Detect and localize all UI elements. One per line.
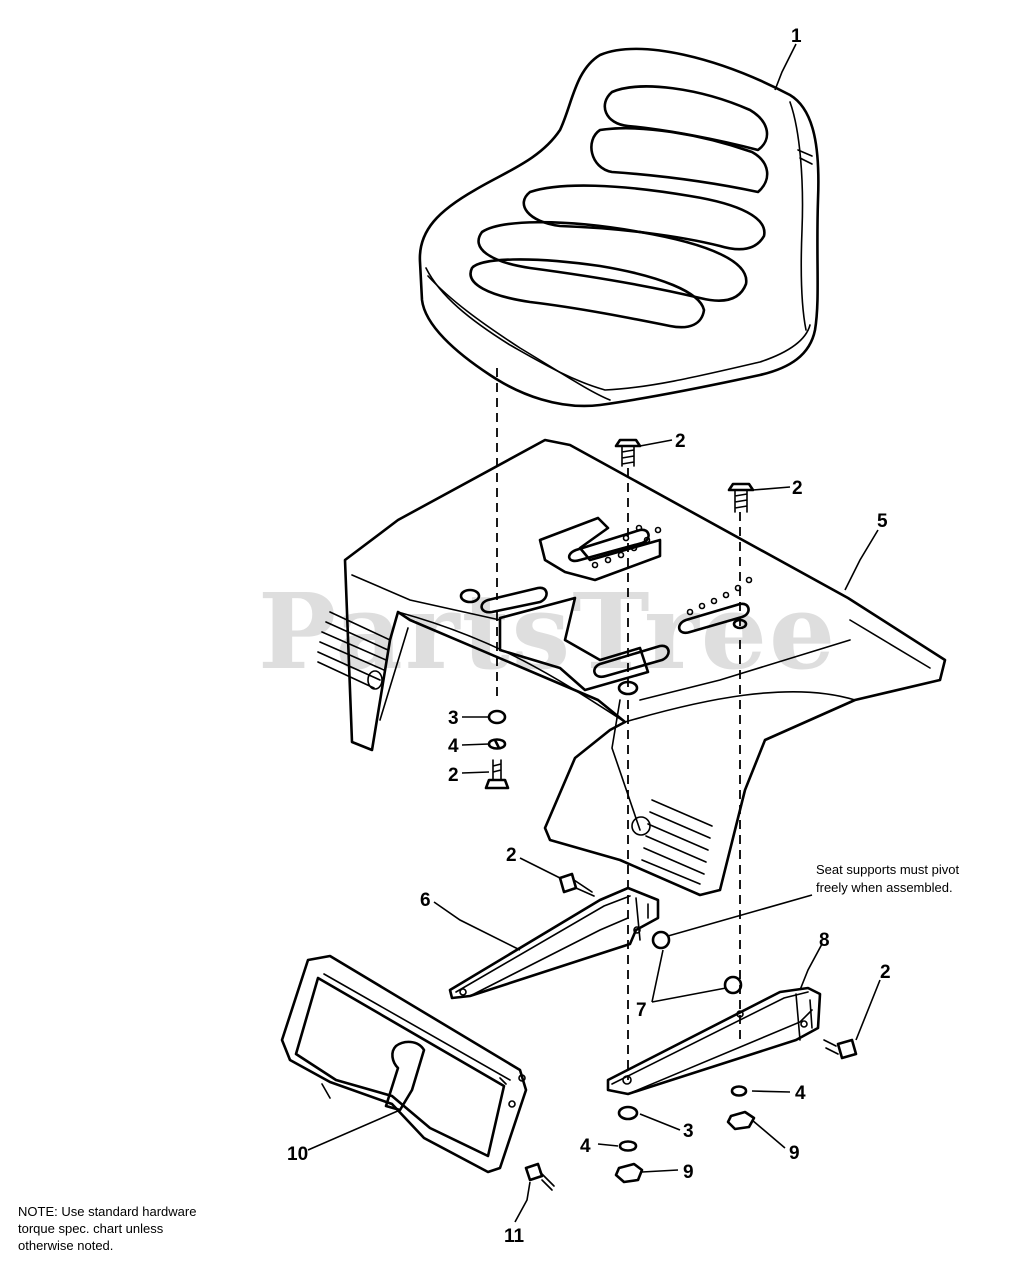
callout-bolt-top-center: 2 <box>675 431 686 452</box>
callout-nut-right: 9 <box>789 1143 800 1164</box>
flat-washer-drawing <box>617 1105 639 1121</box>
seat-support-bracket-drawing <box>606 986 822 1096</box>
lock-washer-drawing <box>618 1140 638 1152</box>
callout-nut-pivot: 7 <box>636 1000 647 1021</box>
lock-washer-drawing <box>730 1085 748 1097</box>
hex-bolt-drawing <box>524 1162 555 1191</box>
callout-lockwasher-right: 4 <box>795 1083 806 1104</box>
hex-bolt-drawing <box>484 759 510 790</box>
hex-nut-drawing <box>723 975 743 995</box>
callout-numbers: 1 2 2 5 3 4 2 2 6 8 2 7 4 9 3 4 9 10 11 <box>287 26 891 1247</box>
callout-lockwasher-center: 4 <box>580 1136 591 1157</box>
seat-cushion-drawing <box>418 47 820 408</box>
callout-washer-center: 3 <box>683 1121 694 1142</box>
pivot-note: Seat supports must pivot freely when ass… <box>816 862 959 895</box>
seat-pan-drawing <box>317 438 947 897</box>
hex-nut-drawing <box>651 930 671 950</box>
callout-support-left: 6 <box>420 890 431 911</box>
assembly-center-lines <box>496 368 741 1080</box>
callout-battery-cover: 10 <box>287 1144 308 1165</box>
flat-washer-drawing <box>487 709 507 725</box>
hex-bolt-drawing <box>558 872 595 897</box>
lock-washer-drawing <box>487 738 507 750</box>
pivot-note-line-2: freely when assembled. <box>816 880 953 895</box>
hex-nut-drawing <box>614 1162 644 1184</box>
callout-leaders <box>307 43 881 1223</box>
left-vent-drawing <box>317 611 391 690</box>
callout-lockwasher-left: 4 <box>448 736 459 757</box>
callout-support-right: 8 <box>819 930 830 951</box>
hex-nut-drawing <box>726 1110 756 1131</box>
callout-bolt-left-lower: 2 <box>448 765 459 786</box>
right-vent-drawing <box>631 799 713 885</box>
hardware-note-line-1: NOTE: Use standard hardware <box>18 1204 197 1219</box>
callout-seat-pan: 5 <box>877 511 888 532</box>
hardware-note: NOTE: Use standard hardware torque spec.… <box>18 1203 278 1254</box>
pivot-note-line-1: Seat supports must pivot <box>816 862 959 877</box>
hex-bolt-drawing <box>727 482 755 513</box>
callout-bolt-bottom: 11 <box>504 1226 525 1247</box>
callout-bolt-support-left: 2 <box>506 845 517 866</box>
callout-washer-left: 3 <box>448 708 459 729</box>
seat-support-bracket-drawing <box>448 886 660 1000</box>
callout-nut-center: 9 <box>683 1162 694 1183</box>
hex-bolt-drawing <box>614 438 642 467</box>
callout-seat: 1 <box>791 26 802 47</box>
hardware-note-line-3: otherwise noted. <box>18 1238 114 1253</box>
hex-bolt-drawing <box>823 1038 858 1060</box>
callout-bolt-support-right: 2 <box>880 962 891 983</box>
hardware-note-line-2: torque spec. chart unless <box>18 1221 164 1236</box>
callout-bolt-top-right: 2 <box>792 478 803 499</box>
